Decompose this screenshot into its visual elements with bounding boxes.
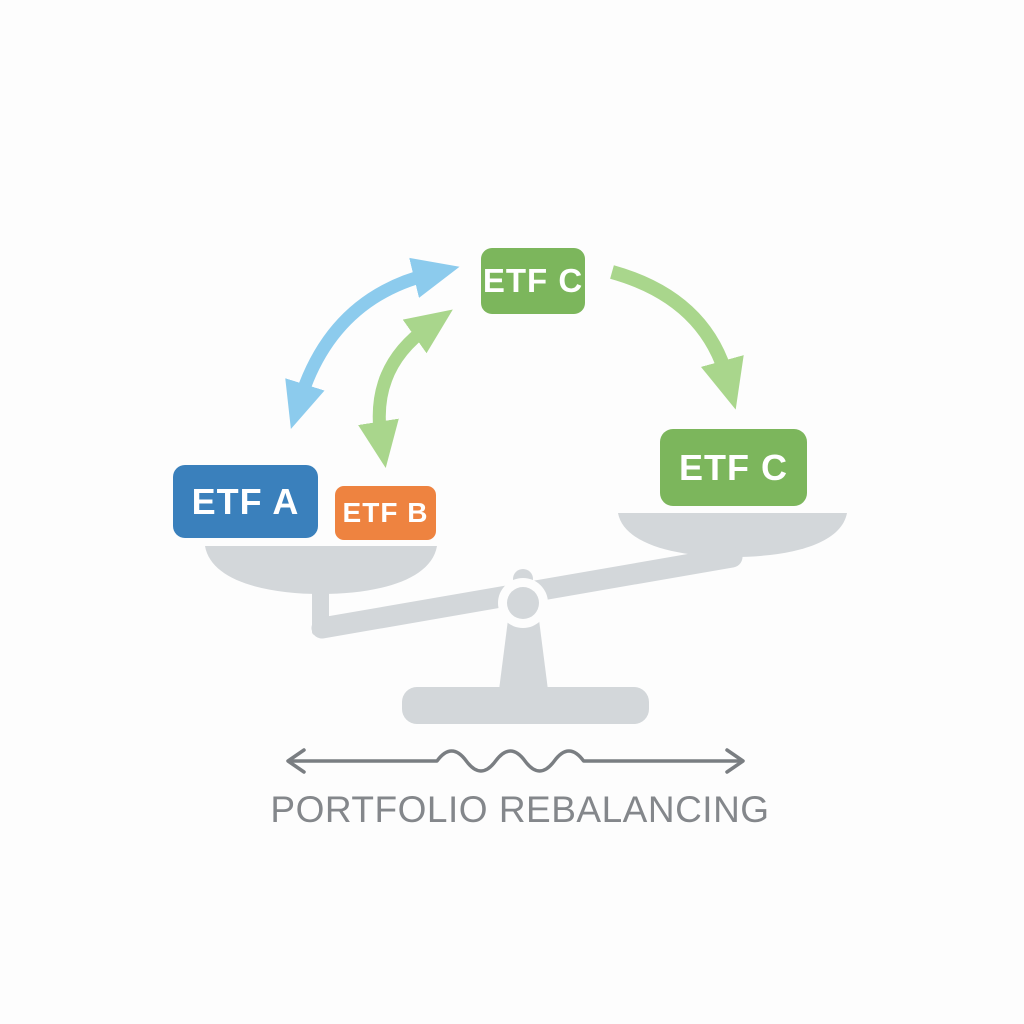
rebalancing-range-line	[286, 748, 745, 774]
etf-c-right-label: ETF C	[679, 446, 788, 488]
right-arrowhead-icon	[725, 748, 745, 774]
etf-c-right-box: ETF C	[660, 429, 807, 506]
fulcrum-pivot	[507, 587, 539, 619]
diagram-title: PORTFOLIO REBALANCING	[270, 789, 770, 830]
etf-a-box: ETF A	[173, 465, 318, 538]
left-arrowhead-icon	[286, 748, 306, 774]
left-pan	[205, 546, 437, 594]
blue-swap-arrow-icon	[285, 257, 460, 430]
etf-a-label: ETF A	[191, 480, 300, 522]
green-move-arrow-icon	[610, 265, 744, 410]
right-pan	[618, 513, 847, 557]
etf-c-top-label: ETF C	[482, 262, 584, 299]
balance-scale-icon	[205, 513, 847, 724]
pillar	[499, 612, 548, 690]
wavy-range-line	[288, 749, 743, 773]
etf-c-top-box: ETF C	[481, 248, 585, 314]
etf-b-label: ETF B	[342, 497, 429, 528]
green-swap-arrow-icon	[358, 309, 453, 469]
base	[402, 687, 649, 724]
etf-b-box: ETF B	[335, 486, 436, 540]
